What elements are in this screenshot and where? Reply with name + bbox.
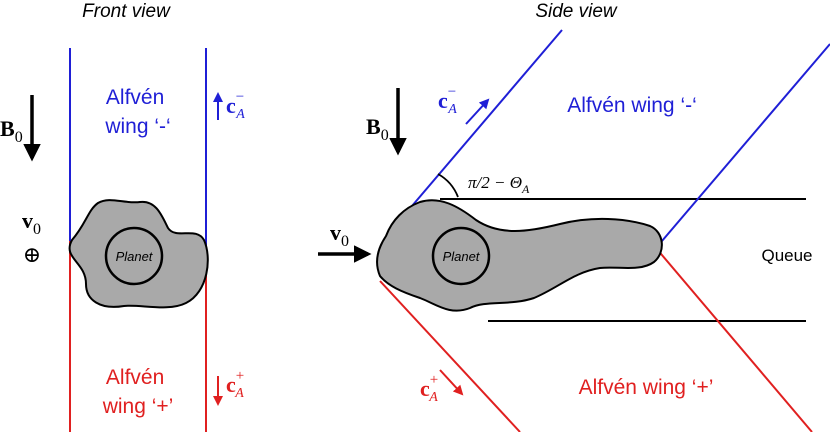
- side-plus-wing-rear-line: [655, 247, 813, 432]
- front-minus-wing-label: Alfvén wing ‘-‘: [104, 86, 170, 138]
- side-view-title: Side view: [535, 1, 618, 22]
- side-ca-minus-arrow: [465, 98, 490, 125]
- side-v0-label: v0: [330, 220, 349, 250]
- front-planet-circle: [104, 226, 164, 286]
- side-ca-minus-label: c−A: [438, 84, 457, 117]
- side-obstacle-body: [376, 199, 663, 312]
- front-planet-label: Planet: [116, 249, 154, 264]
- side-view: Planet π/2 − ΘA B0 v0 c−A c+A Alfvén win…: [318, 29, 830, 432]
- side-planet-label: Planet: [443, 249, 481, 264]
- side-minus-wing-front-line: [405, 29, 563, 214]
- front-v0-label: v0: [22, 208, 41, 238]
- front-view-title: Front view: [82, 1, 171, 22]
- side-plus-wing-front-line: [379, 280, 521, 432]
- front-plus-wing-label: Alfvén wing ‘+’: [102, 366, 174, 418]
- side-queue-label: Queue: [761, 246, 812, 265]
- side-angle-label: π/2 − ΘA: [468, 173, 530, 196]
- front-view: Planet Alfvén wing ‘-‘ Alfvén wing ‘+’ B…: [0, 48, 245, 432]
- front-v0-direction-symbol: ⊕: [23, 242, 41, 267]
- front-ca-plus-label: c+A: [226, 368, 244, 401]
- front-ca-minus-label: c−A: [226, 89, 245, 122]
- side-ca-plus-label: c+A: [420, 372, 438, 405]
- side-planet-circle: [431, 226, 491, 286]
- side-plus-wing-label: Alfvén wing ‘+’: [579, 376, 714, 399]
- side-b0-label: B0: [366, 114, 389, 144]
- side-ca-plus-arrow: [439, 369, 464, 396]
- side-minus-wing-label: Alfvén wing ‘-‘: [567, 94, 697, 117]
- side-minus-wing-rear-line: [655, 43, 830, 249]
- front-b0-label: B0: [0, 116, 23, 146]
- side-angle-arc: [437, 173, 459, 198]
